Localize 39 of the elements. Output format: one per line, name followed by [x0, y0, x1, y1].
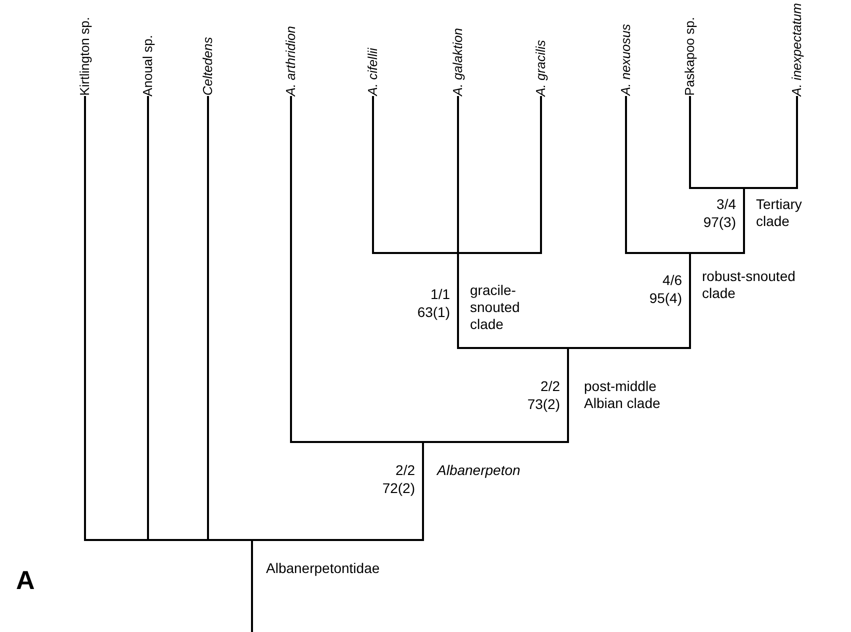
branch-line: [372, 96, 458, 254]
taxon-label: Anoual sp.: [140, 34, 156, 96]
support-value: 4/6: [662, 272, 682, 289]
support-value: 1/1: [430, 286, 450, 303]
family-label: Albanerpetontidae: [266, 560, 381, 577]
clade-label: post-middle Albian clade: [584, 378, 662, 412]
branch-line: [457, 96, 459, 254]
taxon-label: Celtedens: [200, 37, 216, 96]
branch-line: [689, 96, 744, 189]
panel-letter: A: [16, 566, 35, 594]
taxon-label: A. gracilis: [533, 40, 549, 96]
taxon-label: Kirtlington sp.: [77, 17, 93, 96]
branch-line: [457, 253, 568, 349]
support-value: 2/2: [540, 378, 560, 395]
taxon-label: A. arthridion: [283, 26, 299, 96]
branch-line: [625, 96, 690, 254]
branch-line: [252, 442, 424, 541]
branch-line: [744, 96, 798, 189]
support-value: 2/2: [396, 462, 415, 479]
clade-label: Tertiary clade: [756, 196, 803, 230]
branch-line: [290, 96, 423, 443]
branch-line: [458, 96, 542, 254]
branch-line: [568, 253, 691, 349]
taxon-label: A. inexpectatum: [789, 2, 805, 96]
support-value: 63(1): [417, 304, 450, 321]
support-value: 72(2): [382, 480, 415, 497]
taxon-label: A. nexuosus: [618, 24, 634, 96]
branch-line: [423, 348, 569, 443]
support-value: 95(4): [649, 290, 682, 307]
taxon-label: A. galaktion: [450, 28, 466, 96]
clade-label: gracile-snouted clade: [470, 282, 521, 333]
clade-label: robust-snouted clade: [702, 268, 796, 302]
support-value: 97(3): [703, 214, 736, 231]
taxon-label: A. cifellii: [365, 48, 381, 96]
support-value: 73(2): [527, 396, 560, 413]
clade-label: Albanerpeton: [437, 462, 522, 479]
support-value: 3/4: [716, 196, 736, 213]
branch-line: [690, 188, 745, 254]
taxon-label: Paskapoo sp.: [682, 17, 698, 96]
